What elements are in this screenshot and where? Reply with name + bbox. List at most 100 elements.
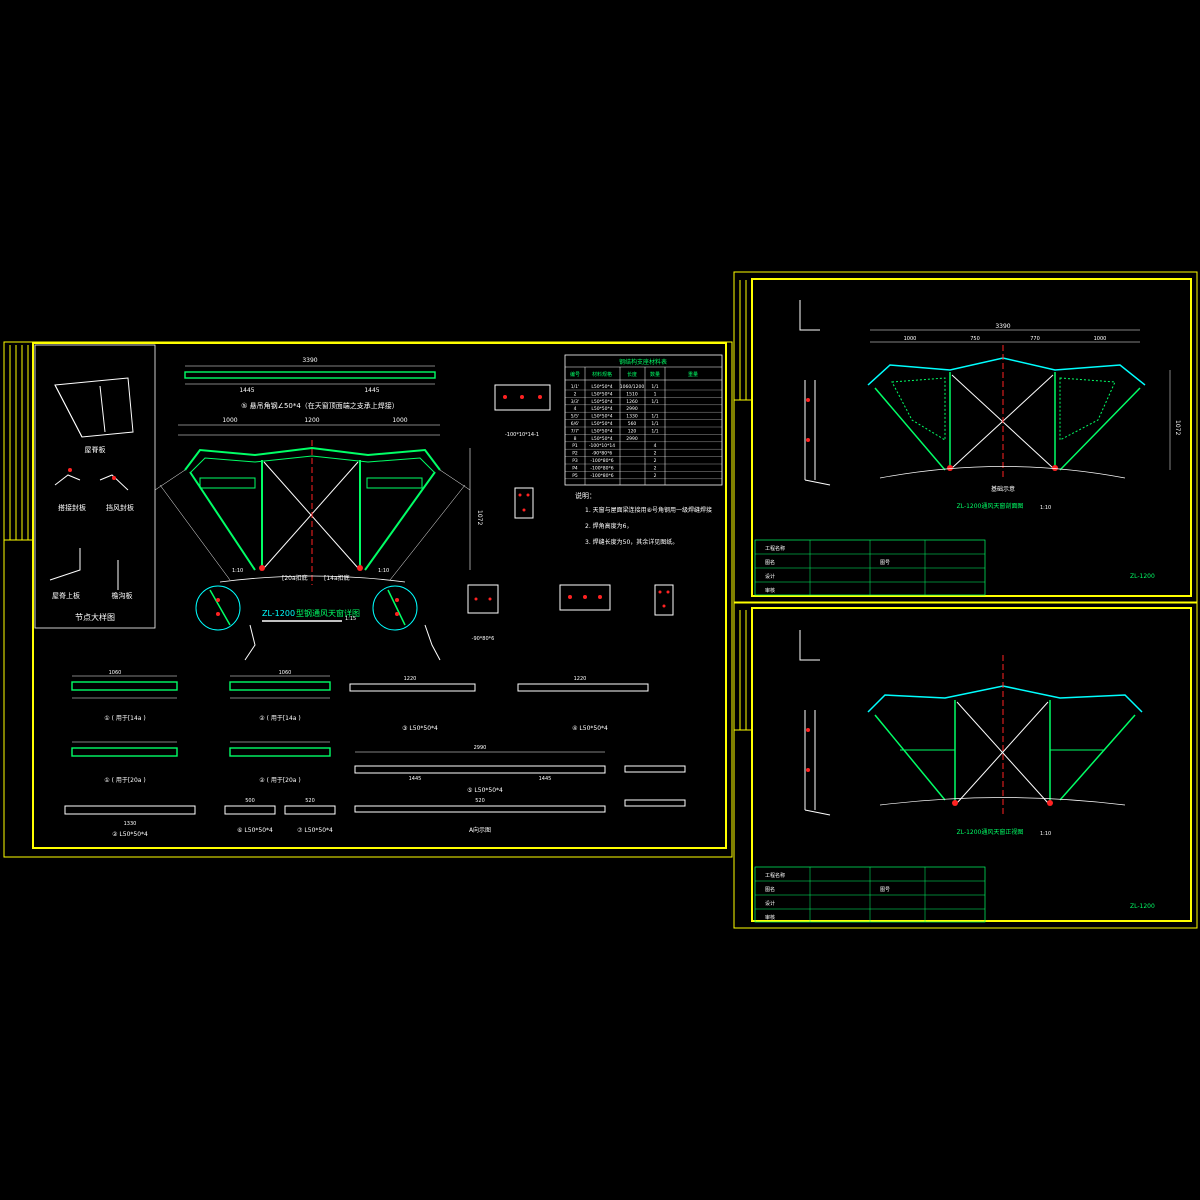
member-dim-7: 1445: [539, 776, 552, 782]
table-cell: 120: [628, 428, 637, 434]
member-dim-4: 1220: [574, 676, 587, 682]
table-cell: 1060/1200: [620, 384, 645, 390]
top-scale: 1:10: [1040, 505, 1051, 511]
material-table-title: 钢结构支座材料表: [619, 358, 667, 366]
main-scale: 1:15: [345, 616, 356, 622]
top-tb-5: 图号: [880, 560, 890, 566]
bottom-corner: ZL-1200: [1130, 903, 1155, 910]
table-cell: 2: [654, 458, 657, 464]
frame-dim-2: 1200: [304, 417, 319, 424]
table-cell: L50*50*4: [591, 406, 612, 412]
member-dim-8: 1330: [124, 821, 137, 827]
table-cell: 8: [574, 436, 577, 442]
top-dim-3: 750: [970, 336, 980, 342]
table-cell: L50*50*4: [591, 391, 612, 397]
table-cell: L50*50*4: [591, 384, 612, 390]
table-cell: 2990: [626, 436, 638, 442]
table-cell: 1/1: [651, 399, 658, 405]
table-cell: L50*50*4: [591, 421, 612, 427]
member-label-2: ② ( 用于[14a ): [259, 715, 300, 722]
member-label-1: ① ( 用于[14a ): [104, 715, 145, 722]
main-title-suffix: 型钢通风天窗详图: [296, 608, 360, 618]
table-cell: 7/7': [571, 428, 579, 434]
table-cell: -90*80*6: [592, 451, 613, 457]
detail-label-2: [14a扣底: [324, 574, 350, 582]
top-corner: ZL-1200: [1130, 573, 1155, 580]
table-cell: -100*80*6: [590, 473, 613, 479]
notes-block: 说明： 1. 天窗与屋面梁连接用⑧号角钢用一级焊缝焊接 2. 焊角高度为6， 3…: [575, 491, 712, 546]
legend-item-4: 屋脊上板: [52, 591, 80, 600]
plate-details: -100*10*14-1 -90*80*6: [244, 384, 674, 661]
table-cell: 1330: [626, 414, 638, 420]
bottom-tb-1: 工程名称: [765, 872, 785, 879]
bottom-tb-2: 图名: [765, 886, 775, 893]
member-label-9: ⑥ L50*50*4: [237, 827, 273, 834]
member-label-6: ③ L50*50*4: [402, 725, 438, 732]
table-cell: L50*50*4: [591, 428, 612, 434]
table-cell: 4: [654, 443, 657, 449]
detail-legend-panel: 屋脊板 搭接封板 挡风封板 屋脊上板 檐沟板 节点大样图: [34, 344, 156, 629]
top-tb-2: 图名: [765, 559, 775, 566]
frame-dim-1: 1000: [222, 417, 237, 424]
table-cell: L50*50*4: [591, 436, 612, 442]
member-dim-3: 1220: [404, 676, 417, 682]
top-bar-sub-1: 1445: [239, 387, 254, 394]
bottom-scale: 1:10: [1040, 831, 1051, 837]
top-bar-caption: ⑤ 悬吊角钢∠50*4（在天窗顶面端之支承上焊接）: [241, 401, 399, 410]
top-bar-dim: 3390: [302, 357, 317, 364]
table-cell: P2: [572, 451, 578, 457]
bottom-tb-5: 图号: [880, 887, 890, 893]
legend-item-3: 挡风封板: [106, 503, 134, 512]
plate-label-1: -100*10*14-1: [505, 432, 539, 438]
table-cell: 560: [628, 421, 637, 427]
legend-item-5: 檐沟板: [112, 591, 133, 600]
table-cell: 2990: [626, 406, 638, 412]
member-label-11: A向示图: [469, 826, 491, 834]
member-label-10: ⑦ L50*50*4: [297, 827, 333, 834]
member-label-3: ① ( 用于[20a ): [104, 777, 145, 784]
table-cell: 5/5': [571, 414, 579, 420]
note-1: 1. 天窗与屋面梁连接用⑧号角钢用一级焊缝焊接: [585, 506, 712, 514]
top-bar-sub-2: 1445: [364, 387, 379, 394]
member-label-7: ④ L50*50*4: [572, 725, 608, 732]
table-cell: 2: [574, 391, 577, 397]
table-cell: P1: [572, 443, 578, 449]
top-bar-member: 3390 1445 1445 ⑤ 悬吊角钢∠50*4（在天窗顶面端之支承上焊接）: [184, 357, 436, 410]
member-dim-2: 1060: [279, 670, 292, 676]
notes-title: 说明：: [575, 491, 596, 500]
table-cell: L50*50*4: [591, 399, 612, 405]
member-label-5: ② L50*50*4: [112, 831, 148, 838]
legend-title: 节点大样图: [75, 612, 115, 622]
table-cell: 4: [574, 406, 577, 412]
member-label-4: ② ( 用于[20a ): [259, 777, 300, 784]
top-dim-6: 1072: [1174, 420, 1181, 435]
table-cell: 1260: [626, 399, 638, 405]
table-cell: 1/1: [651, 384, 658, 390]
legend-item-2: 搭接封板: [58, 503, 86, 512]
table-cell: P4: [572, 465, 578, 471]
table-cell: 1/1: [651, 421, 658, 427]
table-cell: 2: [654, 473, 657, 479]
top-caption: ZL-1200通风天窗剖面图: [957, 502, 1024, 510]
table-header-1: 材料规格: [592, 371, 612, 378]
table-cell: P5: [572, 473, 578, 479]
table-cell: 2: [654, 465, 657, 471]
table-header-0: 编号: [570, 371, 580, 378]
plate-label-2: -90*80*6: [472, 636, 495, 642]
detail-label-1: [20a扣底: [282, 574, 308, 582]
top-dim-2: 1000: [904, 336, 917, 342]
main-sheet: 屋脊板 搭接封板 挡风封板 屋脊上板 檐沟板 节点大样图 3390 1445 1…: [3, 341, 733, 858]
bottom-title-block: 工程名称 图名 设计 审核 图号: [754, 866, 986, 923]
member-dim-11: 520: [475, 798, 485, 804]
top-tb-3: 设计: [765, 573, 775, 580]
member-dim-1: 1060: [109, 670, 122, 676]
top-dim-1: 3390: [995, 323, 1010, 330]
member-dim-5: 2990: [474, 745, 487, 751]
table-cell: -100*80*6: [590, 458, 613, 464]
member-dim-9: 500: [245, 798, 255, 804]
top-dim-4: 770: [1030, 336, 1040, 342]
table-cell: -100*80*6: [590, 465, 613, 471]
height-dim: 1072: [476, 510, 483, 525]
